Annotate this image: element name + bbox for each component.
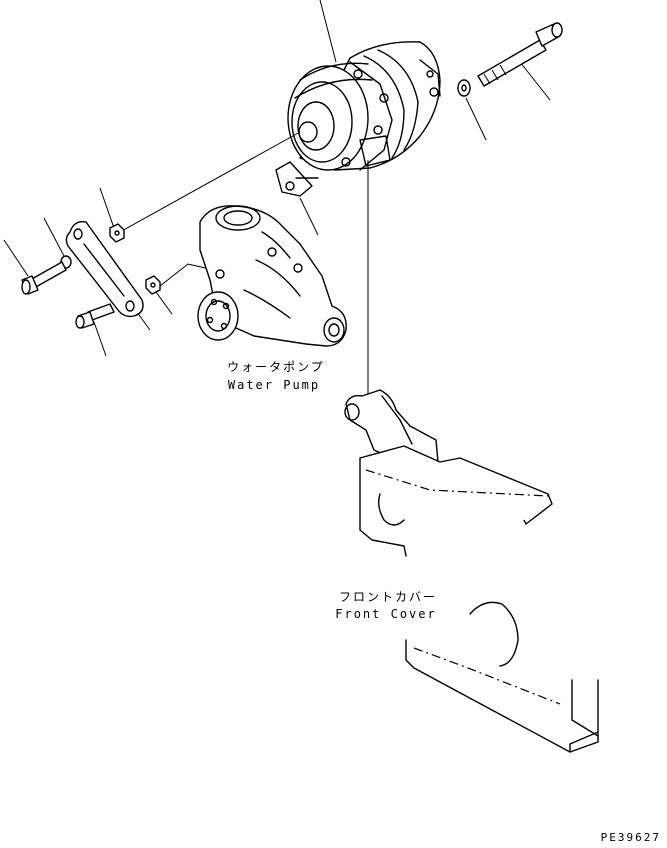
front-cover: [359, 445, 599, 753]
alternator-bracket: [275, 161, 319, 197]
flange-bolt: [75, 303, 115, 329]
pump-nut: [145, 275, 161, 295]
drawing-code: PE39627: [600, 831, 661, 844]
water-pump-label-jp: ウォータポンプ: [227, 360, 325, 374]
washer: [457, 79, 471, 97]
mounting-axis-line: [119, 131, 301, 233]
long-bolt: [477, 22, 563, 87]
adjusting-strap: [65, 221, 144, 318]
nut: [109, 223, 125, 243]
leader-lines: [3, 0, 551, 357]
water-pump: [197, 205, 347, 347]
bolt: [21, 261, 67, 295]
front-cover-label-en: Front Cover: [335, 607, 437, 621]
water-pump-label-en: Water Pump: [227, 378, 321, 392]
alternator: [287, 41, 441, 171]
front-cover-label-jp: フロントカバー: [338, 590, 437, 604]
